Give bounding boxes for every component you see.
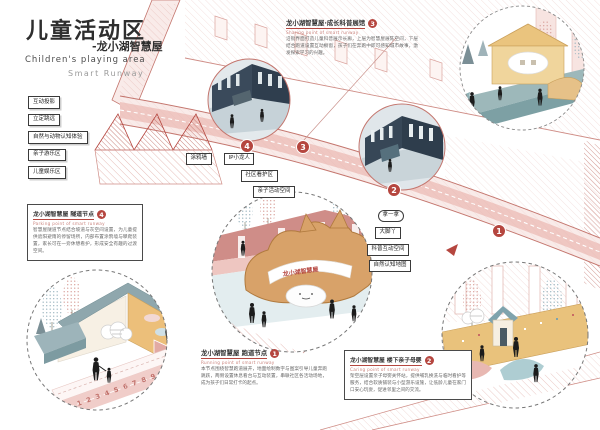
block3-body: 沿街界面打造儿童科普展示长廊，上层为智慧屋展陈空间，下层结合跑道设置互动橱窗，孩… — [286, 37, 418, 56]
legend-item: 亲子游乐区 — [28, 148, 66, 161]
block3-number-badge: 3 — [368, 19, 378, 28]
legend-item: 立定跳远 — [28, 113, 61, 126]
feature-legend: 互动投影 立定跳远 自然与动物认知体验 亲子游乐区 儿童娱乐区 — [28, 96, 88, 179]
label-science-space: 科普互动空间 — [367, 244, 410, 256]
block4-title: 龙小湖智慧屋 隧道节点 — [33, 209, 94, 220]
callout-block-1: 龙小湖智慧屋 跑道节点 1 Running point of smart run… — [201, 348, 327, 388]
cloud-sign — [461, 308, 485, 325]
route-marker-4: 4 — [240, 139, 254, 153]
legend-item: 自然与动物认知体验 — [28, 131, 88, 144]
label-nature-map: 自然认知地图 — [369, 260, 412, 272]
block2-number-badge: 2 — [424, 356, 434, 365]
direction-arrow — [446, 244, 458, 256]
block1-number-badge: 1 — [270, 349, 280, 358]
block2-body: 架空层设置亲子母婴关怀站，提供哺乳换洗与临时看护等服务，结合软质铺装与小型游乐设… — [350, 374, 466, 393]
legend-item: 互动投影 — [28, 96, 61, 109]
block1-title: 龙小湖智慧屋 跑道节点 — [201, 349, 268, 359]
svg-text:3: 3 — [300, 143, 306, 152]
callout-circle-ink-2 — [358, 103, 446, 191]
block2-subtitle-en: Caring point of smart runway — [350, 367, 420, 372]
label-ip-mascot: IP小龙人 — [224, 153, 255, 165]
svg-text:1: 1 — [496, 227, 502, 236]
block4-body: 智慧屋隧道节点结合坡道与灰空间设置，为儿童提供遮阳避雨的停留场所，内部布置涂鸦墙… — [33, 228, 137, 254]
route-marker-3: 3 — [296, 140, 310, 154]
route-marker-2: 2 — [387, 183, 401, 197]
label-family-activity: 亲子活动空间 — [253, 186, 296, 198]
block2-title: 龙小湖智慧屋 楼下亲子母婴 — [350, 355, 422, 366]
callout-circle-ink-1 — [207, 58, 291, 142]
cloud-sign — [100, 321, 133, 341]
svg-text:2: 2 — [391, 186, 397, 195]
block1-subtitle-en: Running point of smart runway — [201, 360, 275, 365]
block3-subtitle-en: Sharing point of smart runway — [286, 30, 359, 35]
block1-body: 本节点围绕智慧跑道展开，地面绘制数字与图案引导儿童奔跑跳跃，两侧设置休息看台与互… — [201, 367, 327, 386]
label-graffiti-wall: 涂鸦墙 — [186, 153, 212, 165]
smart-runway-label: Smart Runway — [68, 69, 145, 78]
page-title-en: Children's playing area — [25, 55, 146, 65]
label-care-zone: 社区看护区 — [241, 170, 278, 182]
callout-circle-track-house: 1 2 3 4 5 6 7 8 9 — [26, 269, 168, 411]
legend-item: 儿童娱乐区 — [28, 166, 66, 179]
page-title: 儿童活动区 — [26, 19, 147, 44]
page-subtitle: -龙小湖智慧屋 — [92, 40, 163, 53]
block4-subtitle-en: Parking point of smart runway — [33, 221, 105, 226]
block4-number-badge: 4 — [96, 210, 106, 219]
callout-block-4: 龙小湖智慧屋 隧道节点 4 Parking point of smart run… — [27, 204, 143, 261]
label-lean: 拿一拿 — [378, 210, 404, 222]
callout-circle-play-structure: 龙小湖智慧屋 — [211, 191, 373, 353]
block3-title: 龙小湖智慧屋·成长科普展馆 — [286, 19, 366, 29]
label-big-foot: 大脚丫 — [375, 227, 401, 239]
callout-circle-pavilion — [459, 5, 585, 131]
svg-text:4: 4 — [244, 142, 250, 151]
route-marker-1: 1 — [492, 224, 506, 238]
callout-block-2: 龙小湖智慧屋 楼下亲子母婴 2 Caring point of smart ru… — [344, 350, 472, 400]
callout-block-3: 龙小湖智慧屋·成长科普展馆 3 Sharing point of smart r… — [286, 18, 418, 58]
